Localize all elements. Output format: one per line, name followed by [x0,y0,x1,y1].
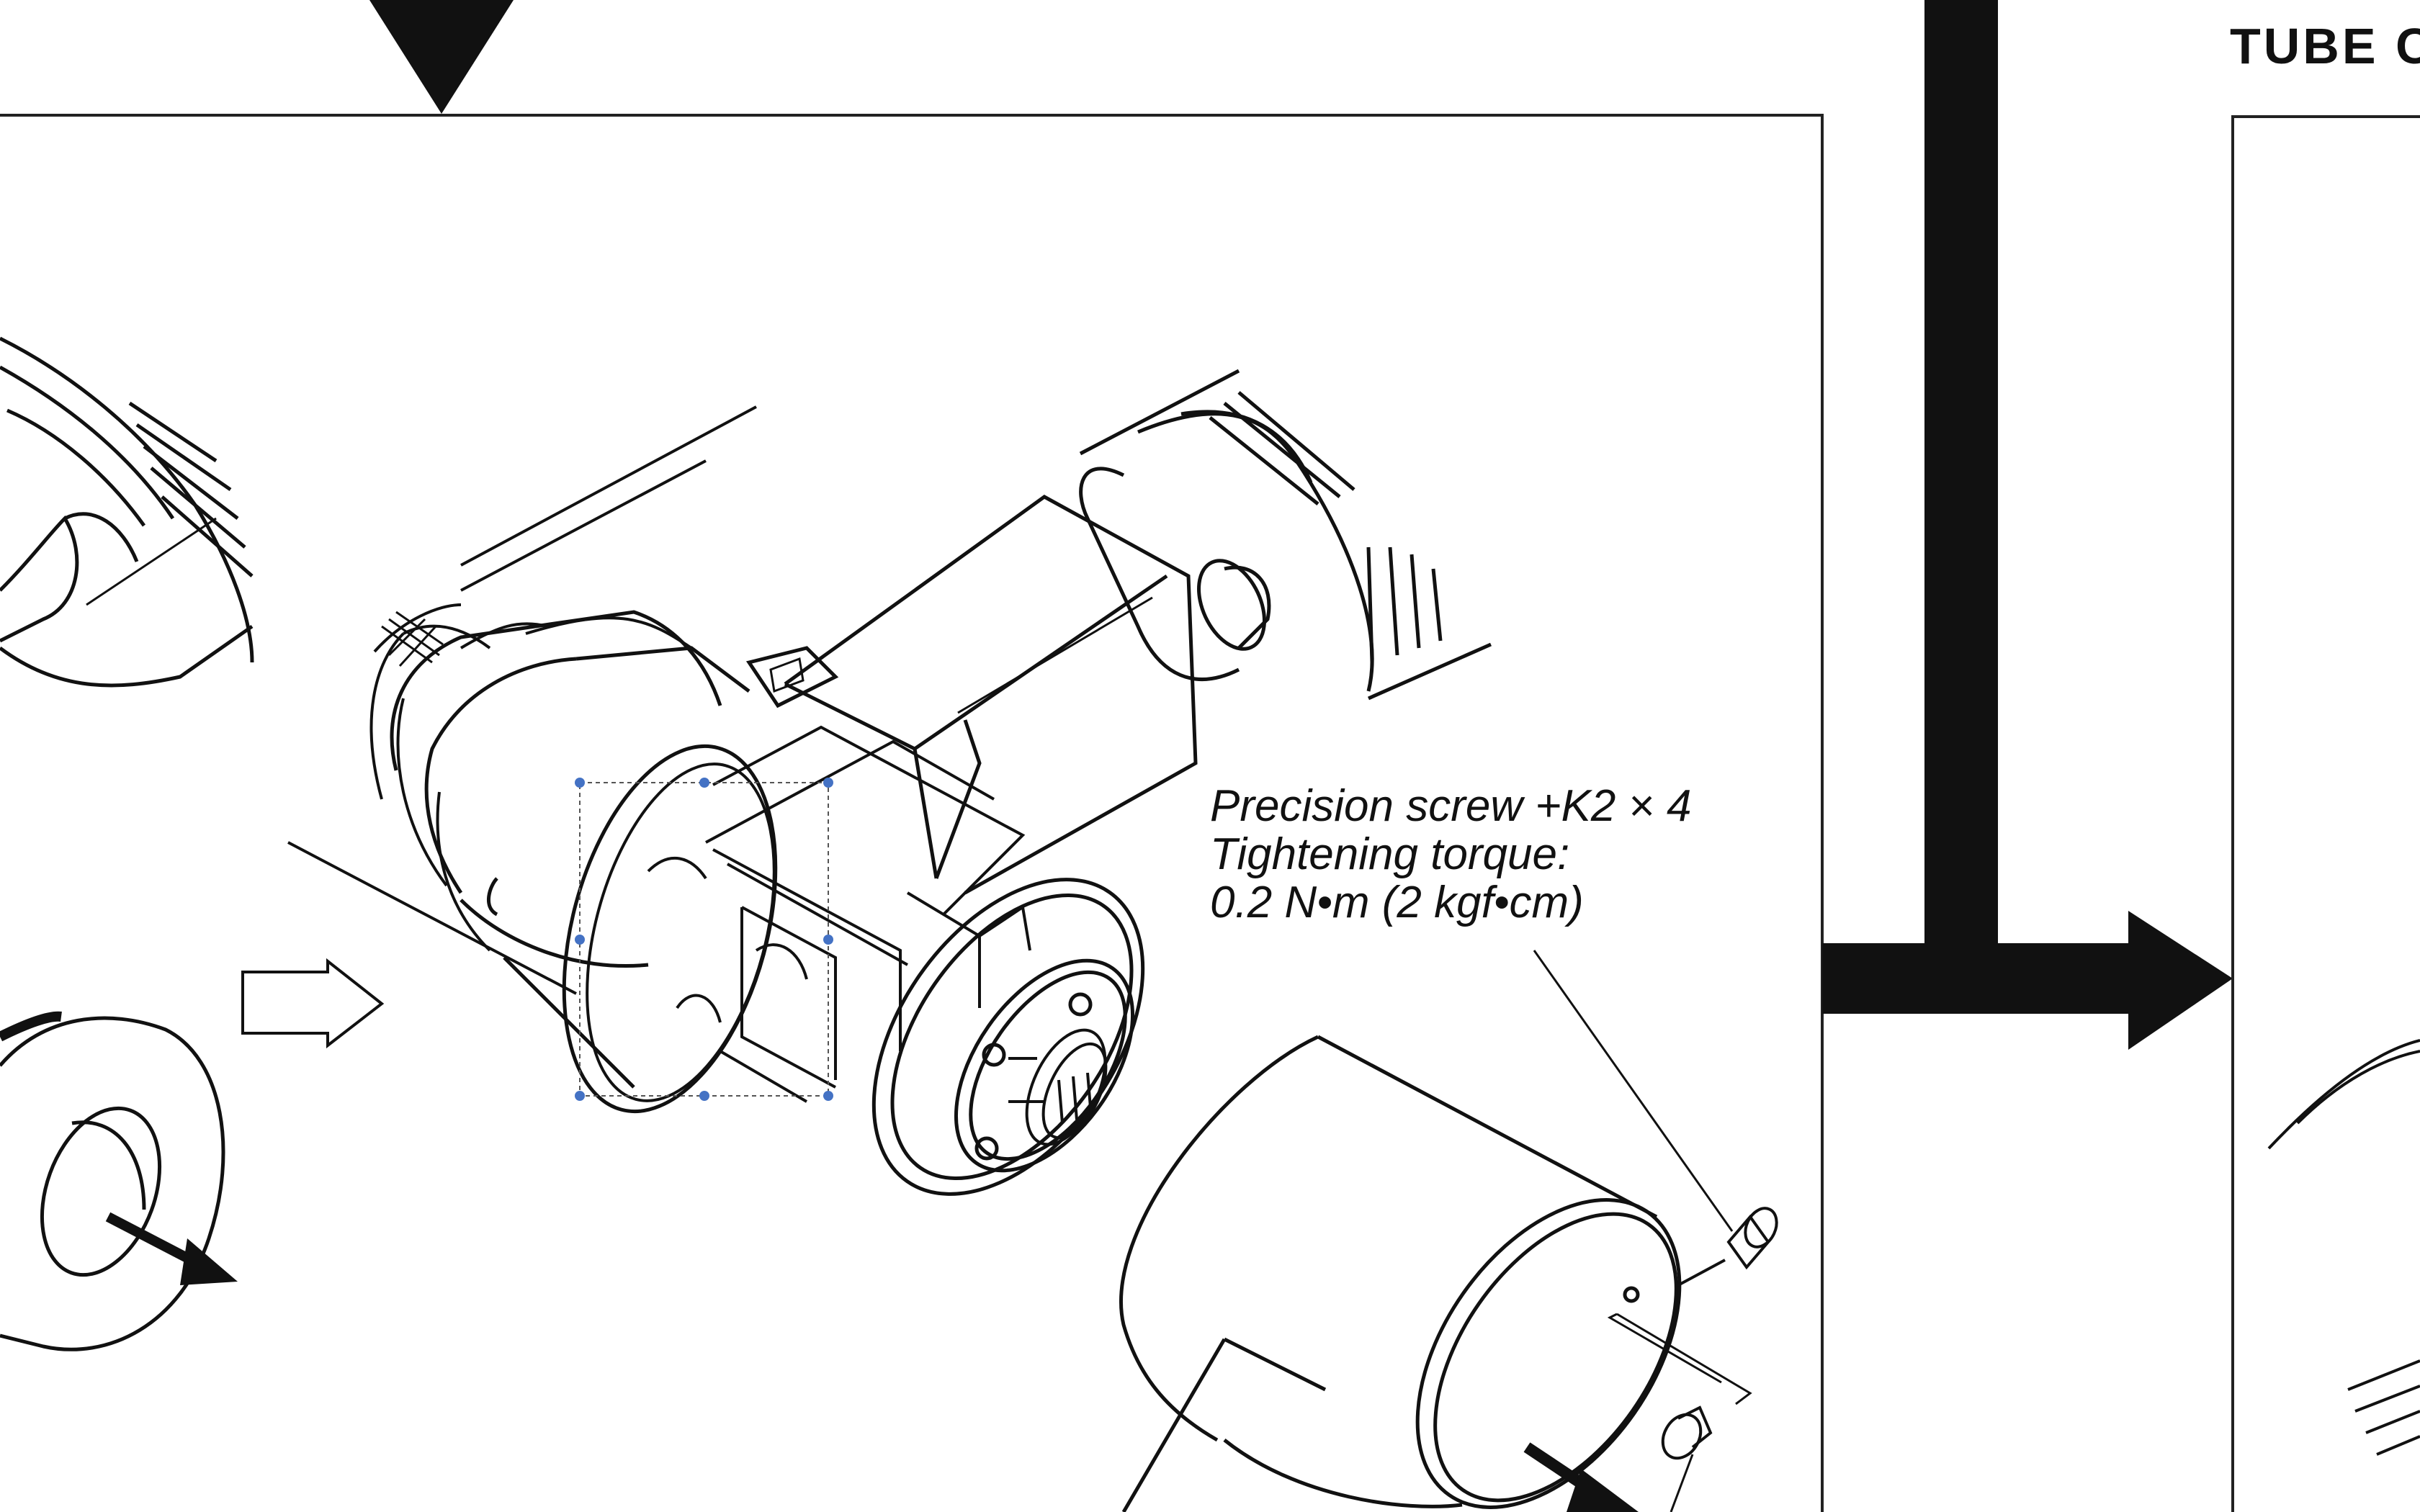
front-flange [871,878,1145,1196]
washer [0,1011,225,1351]
handle-top-middle [699,778,709,788]
connector-plug [1008,1028,1108,1146]
inner-mechanism [562,725,1031,1114]
left-flange [0,336,254,688]
torque-label: Tightening torque: [1210,829,1570,879]
hatched-mark [381,611,444,667]
handle-middle-left [575,935,585,945]
selection-box[interactable] [579,782,829,1097]
cover-removal-arrow [1523,1442,1639,1512]
precision-screw [1533,950,1778,1287]
right-flange [1079,369,1492,701]
next-step-frame [2231,115,2420,1512]
step-frame [0,114,1824,1512]
flow-arrow-down [369,0,514,114]
motor-box [745,495,1198,895]
cover-cylinder [1119,1035,1682,1512]
washer-removal-arrow [105,1212,238,1285]
selection-handles[interactable] [575,778,833,1101]
handle-top-right [823,778,833,788]
handle-middle-right [823,935,833,945]
handle-bottom-middle [699,1091,709,1101]
next-panel-drawing [2267,1039,2420,1456]
screw-spec-label: Precision screw +K2 × 4 [1210,781,1692,831]
flow-connector [1822,0,2233,1050]
torque-value: 0.2 N•m (2 kgf•cm) [1210,878,1584,927]
handle-bottom-right [823,1091,833,1101]
screw-leader-box [1607,1313,1752,1512]
outline-direction-arrow [241,958,385,1049]
handle-bottom-left [575,1091,585,1101]
next-section-heading: TUBE C [2230,18,2420,74]
cylinder-housing [390,610,750,1089]
shaft-body [287,405,757,995]
handle-top-left [575,778,585,788]
screw-annotation: Precision screw +K2 × 4 Tightening torqu… [1210,782,1692,927]
